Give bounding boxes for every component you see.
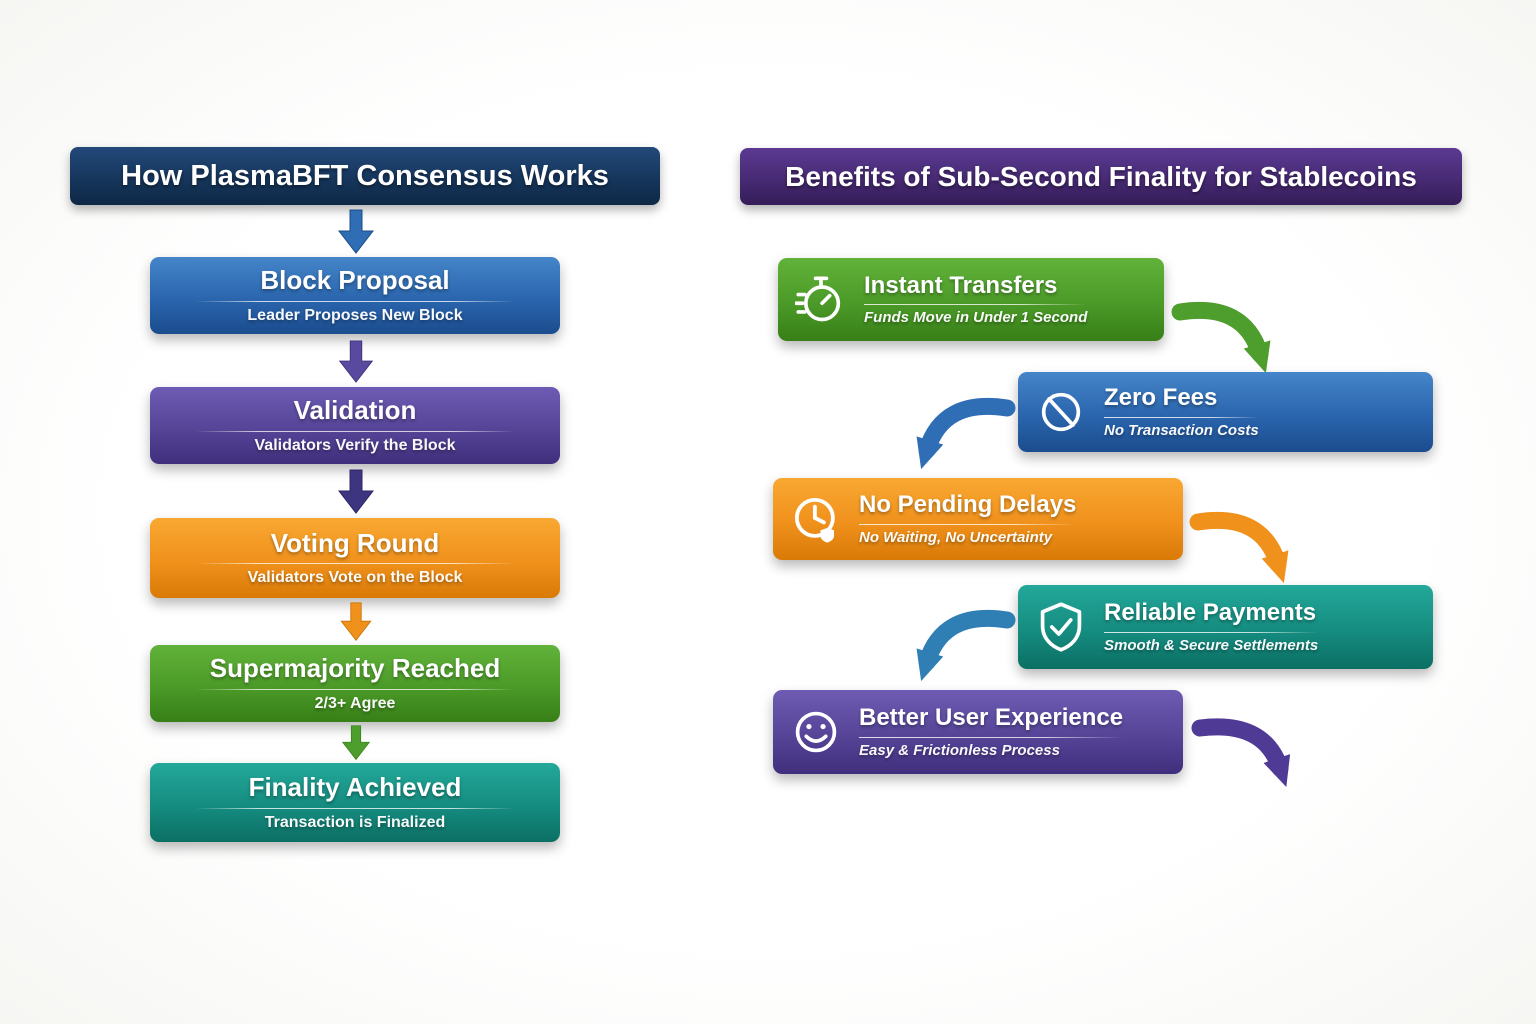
benefit-subtitle: Funds Move in Under 1 Second <box>864 309 1088 327</box>
benefit-title: Better User Experience <box>859 704 1124 732</box>
flow-down-arrow-1 <box>337 209 375 254</box>
divider <box>859 736 1124 738</box>
benefit-zero-fees: Zero Fees No Transaction Costs <box>1018 372 1433 452</box>
curve-arrow-orange <box>1189 511 1289 584</box>
curve-arrow-blue-2 <box>916 609 1016 682</box>
left-flow-title: How PlasmaBFT Consensus Works <box>70 147 660 205</box>
divider <box>195 300 515 302</box>
curve-arrow-green <box>1171 301 1271 374</box>
benefit-title: No Pending Delays <box>859 491 1077 519</box>
step-title: Validation <box>293 395 417 426</box>
benefit-subtitle: Smooth & Secure Settlements <box>1104 636 1319 654</box>
stopwatch-icon <box>778 274 864 326</box>
flow-step-validation: Validation Validators Verify the Block <box>150 387 560 464</box>
divider <box>195 807 515 809</box>
benefit-no-pending-delays: No Pending Delays No Waiting, No Uncerta… <box>773 478 1183 560</box>
step-title: Voting Round <box>270 527 440 558</box>
shield-check-icon <box>1018 601 1104 653</box>
flow-step-block-proposal: Block Proposal Leader Proposes New Block <box>150 257 560 334</box>
step-title: Finality Achieved <box>248 772 462 803</box>
flow-down-arrow-4 <box>340 602 372 641</box>
benefit-title: Instant Transfers <box>864 271 1058 299</box>
left-flow-title-text: How PlasmaBFT Consensus Works <box>121 159 609 192</box>
divider <box>195 563 515 565</box>
curve-arrow-purple <box>1191 718 1291 787</box>
no-fees-icon <box>1018 386 1104 438</box>
step-title: Block Proposal <box>260 265 450 296</box>
divider <box>859 523 1077 525</box>
step-subtitle: 2/3+ Agree <box>314 694 396 712</box>
right-flow-title-text: Benefits of Sub-Second Finality for Stab… <box>785 160 1417 192</box>
step-title: Supermajority Reached <box>209 653 501 684</box>
step-subtitle: Validators Vote on the Block <box>247 569 463 587</box>
divider <box>1104 416 1259 418</box>
benefit-subtitle: No Waiting, No Uncertainty <box>859 528 1053 546</box>
benefit-title: Reliable Payments <box>1104 599 1317 627</box>
step-subtitle: Validators Verify the Block <box>254 436 456 454</box>
benefit-reliable-payments: Reliable Payments Smooth & Secure Settle… <box>1018 585 1433 669</box>
benefit-better-ux: Better User Experience Easy & Frictionle… <box>773 690 1183 774</box>
step-subtitle: Leader Proposes New Block <box>247 306 463 324</box>
curve-arrow-blue-1 <box>916 397 1016 470</box>
divider <box>195 430 515 432</box>
smiley-icon <box>773 706 859 758</box>
divider <box>1104 631 1319 633</box>
flow-step-finality: Finality Achieved Transaction is Finaliz… <box>150 763 560 842</box>
flow-step-voting-round: Voting Round Validators Vote on the Bloc… <box>150 518 560 598</box>
benefit-instant-transfers: Instant Transfers Funds Move in Under 1 … <box>778 258 1164 341</box>
right-flow-title: Benefits of Sub-Second Finality for Stab… <box>740 148 1462 205</box>
divider <box>864 304 1088 306</box>
flow-step-supermajority: Supermajority Reached 2/3+ Agree <box>150 645 560 722</box>
divider <box>195 688 515 690</box>
benefit-subtitle: Easy & Frictionless Process <box>859 741 1060 759</box>
step-subtitle: Transaction is Finalized <box>264 813 446 831</box>
benefit-title: Zero Fees <box>1104 384 1218 412</box>
benefit-subtitle: No Transaction Costs <box>1104 421 1259 439</box>
flow-down-arrow-5 <box>341 725 371 761</box>
flow-down-arrow-3 <box>337 469 375 514</box>
flow-down-arrow-2 <box>338 340 374 383</box>
clock-icon <box>773 492 859 546</box>
